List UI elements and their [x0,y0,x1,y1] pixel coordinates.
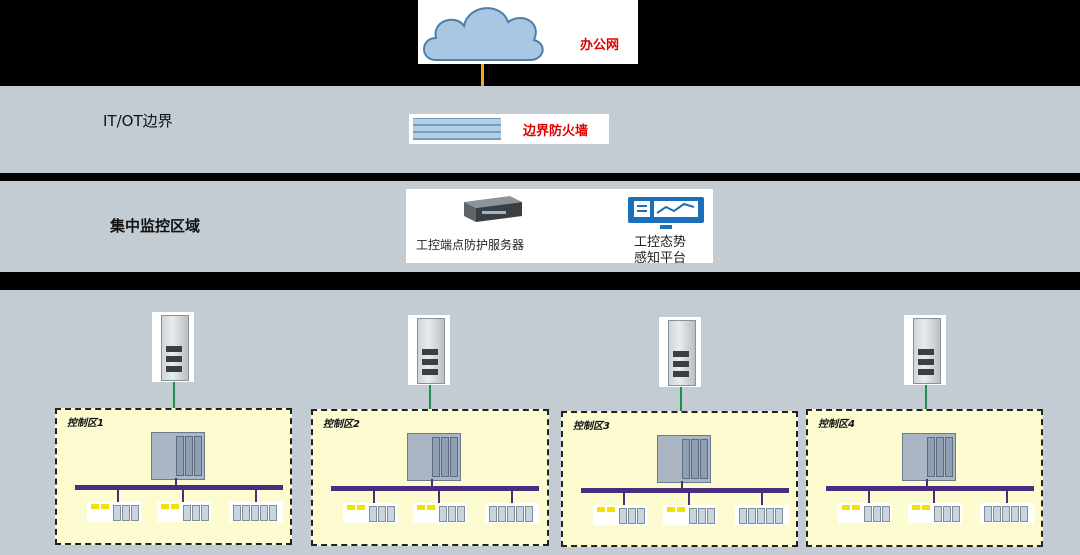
plc-uplink-4 [904,315,946,385]
firewall-icon [413,118,501,140]
central-devices-box: 工控端点防护服务器 工控态势 感知平台 [406,189,713,266]
bus-drop [431,479,433,487]
monitor-icon [628,197,704,229]
bus-drop [688,493,690,505]
uplink-line-1 [173,382,175,430]
central-monitoring-label: 集中监控区域 [110,217,201,235]
bus-drop [175,478,177,486]
bus-drop [926,479,928,487]
bus-drop [182,490,184,502]
bus-drop [623,493,625,505]
io-module [413,503,467,523]
controller-rack [151,432,205,480]
field-bus [331,486,539,491]
field-bus [581,488,789,493]
office-network-label: 办公网 [580,38,620,53]
server-label: 工控端点防护服务器 [416,238,525,252]
bus-drop [933,491,935,503]
bus-drop [373,491,375,503]
office-network-box: 办公网 [418,0,638,64]
central-monitoring-band: 集中监控区域 工控端点防护服务器 工控态势 感知平台 [0,181,1080,272]
cloud-icon [423,7,544,61]
io-module [838,503,892,523]
field-bus [75,485,283,490]
bus-drop [761,493,763,505]
io-module [663,505,717,525]
control-zone-4: 控制区4 [806,409,1043,547]
field-bus [826,486,1034,491]
platform-label-line2: 感知平台 [634,251,687,266]
io-module [157,502,211,522]
bus-drop [511,491,513,503]
zone-title: 控制区3 [573,421,610,432]
io-module [980,503,1034,523]
zone-title: 控制区4 [818,419,855,430]
plc-uplink-2 [408,315,450,385]
control-zone-1: 控制区1 [55,408,292,545]
io-module [735,505,789,525]
zone-title: 控制区1 [67,418,104,429]
bus-drop [1006,491,1008,503]
firewall-label: 边界防火墙 [523,124,589,139]
platform-label-line1: 工控态势 [634,235,687,250]
firewall-box: 边界防火墙 [409,114,609,144]
controller-rack [902,433,956,481]
io-module [908,503,962,523]
control-zone-2: 控制区2 [311,409,549,546]
bus-drop [117,490,119,502]
plc-uplink-3 [659,317,701,387]
io-module [87,502,141,522]
plc-uplink-1 [152,312,194,382]
io-module [593,505,647,525]
server-icon [464,196,522,222]
bus-drop [438,491,440,503]
io-module [485,503,539,523]
io-module [229,502,283,522]
orange-link [481,64,484,86]
controller-rack [657,435,711,483]
controller-rack [407,433,461,481]
it-ot-label: IT/OT边界 [103,112,173,130]
it-ot-band: IT/OT边界 边界防火墙 [0,86,1080,173]
bus-drop [681,481,683,489]
bus-drop [255,490,257,502]
zone-title: 控制区2 [323,419,360,430]
control-zone-3: 控制区3 [561,411,798,547]
io-module [343,503,397,523]
bus-drop [868,491,870,503]
